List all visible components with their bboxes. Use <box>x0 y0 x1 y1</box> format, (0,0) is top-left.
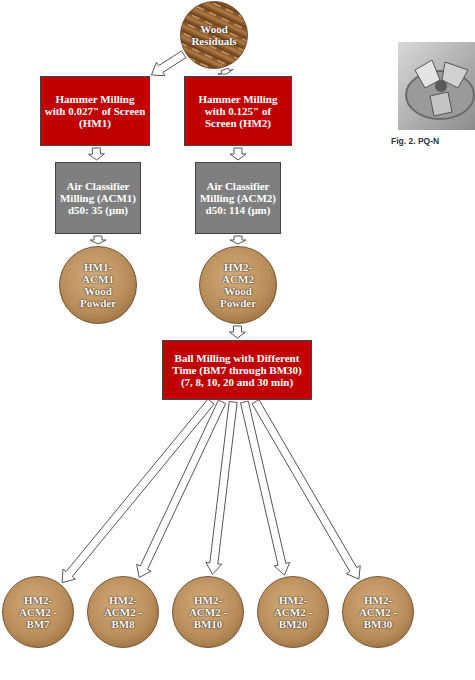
node-label: Air Classifier Milling (ACM1) d50: 35 (μ… <box>59 180 137 216</box>
node-label: Hammer Milling with 0.125" of Screen (HM… <box>188 93 288 129</box>
powder-circle: HM2-ACM2 Wood Powder <box>199 246 277 324</box>
node-text-block: HM2-ACM2 -BM20 <box>267 594 320 630</box>
node-text-block: Wood Residuals <box>189 23 239 47</box>
mill-photo <box>398 42 475 130</box>
process-box: Ball Milling with Different Time (BM7 th… <box>162 340 312 400</box>
node-text-block: Hammer Milling with 0.027" of Screen (HM… <box>44 93 146 129</box>
node-label: HM2-ACM2 -BM20 <box>267 594 320 630</box>
block-arrow <box>88 148 104 160</box>
node-label: Ball Milling with Different Time (BM7 th… <box>166 352 308 388</box>
node-label: HM2-ACM2 -BM10 <box>182 594 235 630</box>
node-label: HM2-ACM2 -BM30 <box>352 594 405 630</box>
node-text-block: HM2-ACM2 -BM10 <box>182 594 235 630</box>
powder-circle: HM2-ACM2 -BM20 <box>257 576 329 648</box>
node-label: HM2-ACM2 Wood Powder <box>209 261 267 309</box>
node-text-block: HM2-ACM2 -BM7 <box>12 594 65 630</box>
block-arrow <box>252 400 360 579</box>
block-arrow <box>229 326 245 338</box>
powder-circle: HM2-ACM2 -BM30 <box>342 576 414 648</box>
figure-caption-fragment: Fig. 2. PQ-N <box>391 136 439 146</box>
classifier-box: Air Classifier Milling (ACM1) d50: 35 (μ… <box>55 162 141 234</box>
node-text-block: Ball Milling with Different Time (BM7 th… <box>166 352 308 388</box>
block-arrow <box>62 399 214 583</box>
node-text-block: HM2-ACM2 -BM8 <box>97 594 150 630</box>
node-text-block: Air Classifier Milling (ACM2) d50: 114 (… <box>199 180 277 216</box>
block-arrow <box>206 402 237 575</box>
node-label: HM1-ACM1 Wood Powder <box>69 261 127 309</box>
node-label: HM2-ACM2 -BM8 <box>97 594 150 630</box>
powder-circle: HM2-ACM2 -BM8 <box>87 576 159 648</box>
block-arrow <box>90 236 106 244</box>
block-arrow <box>218 68 233 74</box>
node-text-block: Air Classifier Milling (ACM1) d50: 35 (μ… <box>59 180 137 216</box>
node-text-block: Hammer Milling with 0.125" of Screen (HM… <box>188 93 288 129</box>
powder-circle: HM2-ACM2 -BM10 <box>172 576 244 648</box>
process-box: Hammer Milling with 0.027" of Screen (HM… <box>40 76 150 146</box>
process-box: Hammer Milling with 0.125" of Screen (HM… <box>184 76 292 146</box>
powder-circle: HM1-ACM1 Wood Powder <box>59 246 137 324</box>
block-arrow <box>151 51 185 76</box>
source-circle: Wood Residuals <box>180 1 248 69</box>
node-label: Hammer Milling with 0.027" of Screen (HM… <box>44 93 146 129</box>
node-label: Wood Residuals <box>189 23 239 47</box>
block-arrow <box>230 148 246 160</box>
node-text-block: HM1-ACM1 Wood Powder <box>69 261 127 309</box>
block-arrow <box>230 236 246 244</box>
classifier-box: Air Classifier Milling (ACM2) d50: 114 (… <box>195 162 281 234</box>
powder-circle: HM2-ACM2 -BM7 <box>2 576 74 648</box>
node-label: HM2-ACM2 -BM7 <box>12 594 65 630</box>
node-label: Air Classifier Milling (ACM2) d50: 114 (… <box>199 180 277 216</box>
node-text-block: HM2-ACM2 -BM30 <box>352 594 405 630</box>
node-text-block: HM2-ACM2 Wood Powder <box>209 261 267 309</box>
